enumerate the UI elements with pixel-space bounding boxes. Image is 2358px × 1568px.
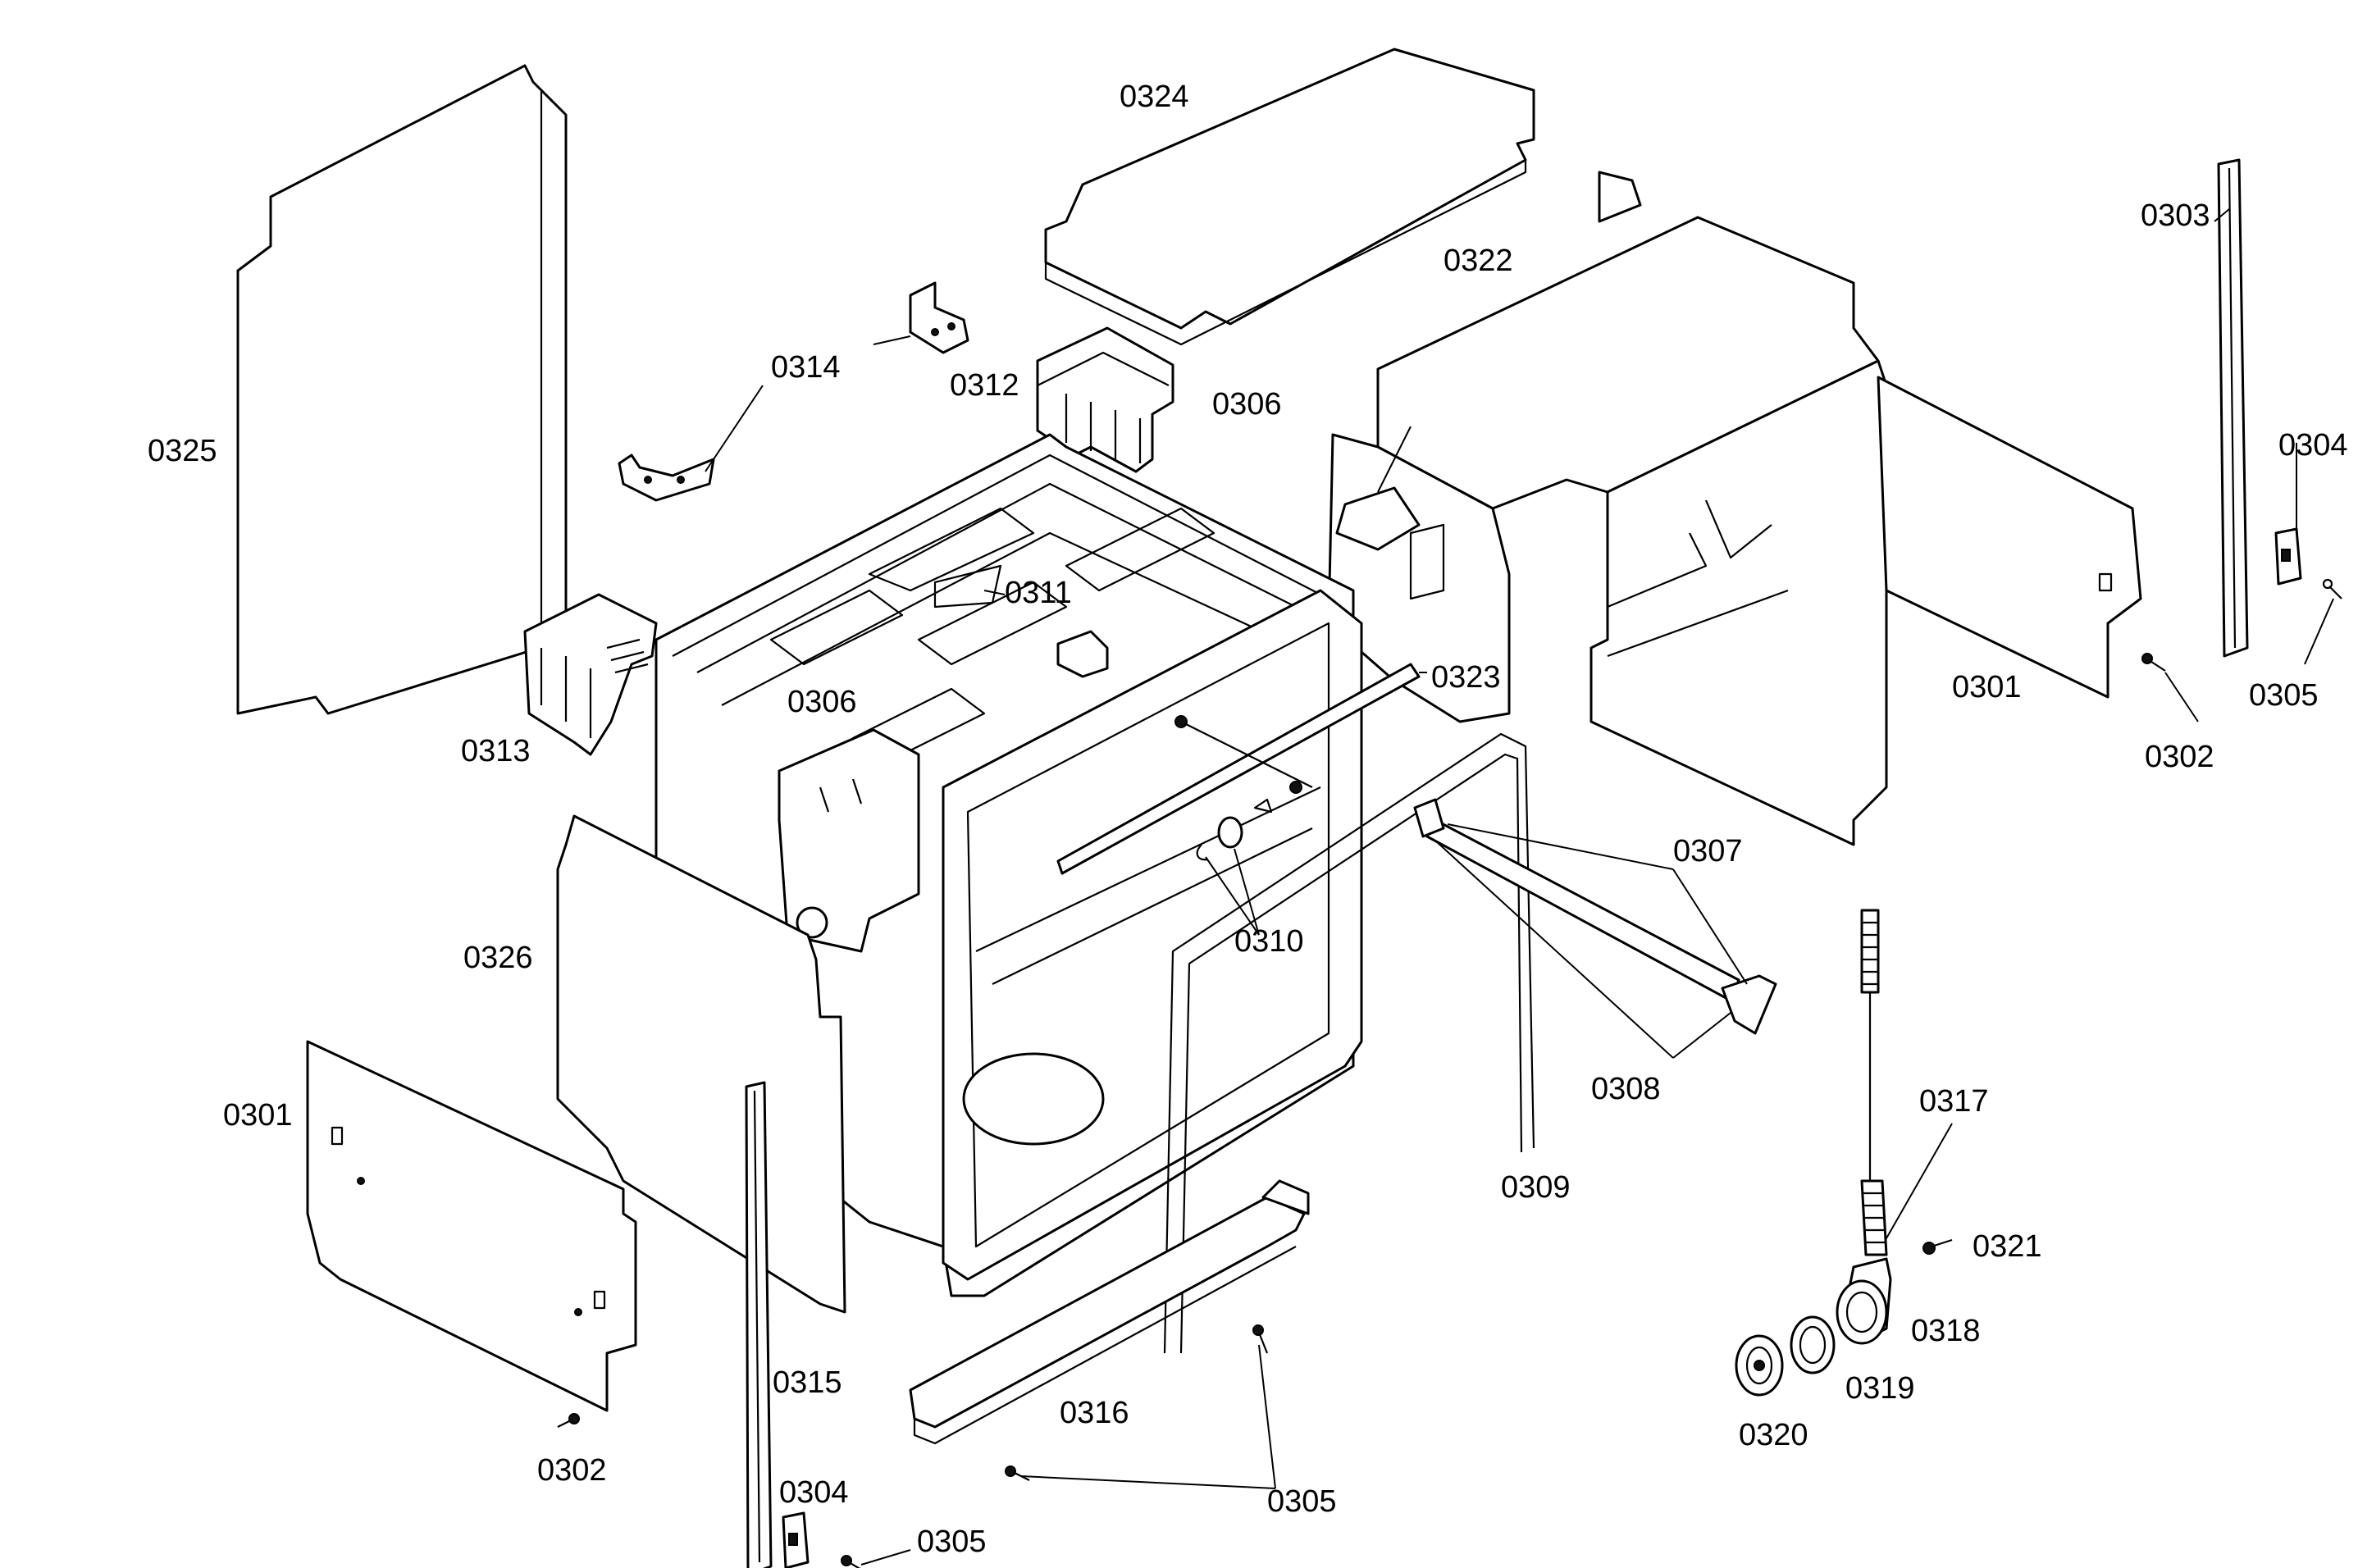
part-0304-clip-left — [782, 1511, 810, 1568]
label-0304-left: 0304 — [779, 1475, 849, 1510]
part-0321-screw — [1922, 1238, 1953, 1255]
label-0326: 0326 — [463, 941, 533, 975]
label-0310: 0310 — [1234, 924, 1304, 959]
part-0305-screw-right — [2322, 578, 2342, 599]
part-0326-side-panel — [556, 814, 846, 1314]
part-0305-screws-bottom — [841, 1324, 1269, 1568]
part-0306-module-center — [778, 728, 920, 953]
label-0301-left: 0301 — [223, 1098, 293, 1133]
label-0305-bottom: 0305 — [1267, 1484, 1337, 1519]
part-0302-screw-right — [2141, 653, 2166, 672]
part-0301-left-panel — [306, 1040, 637, 1412]
part-0310-bolts — [1174, 715, 1313, 861]
part-0313-connector-block — [523, 593, 658, 756]
label-0320: 0320 — [1739, 1418, 1808, 1452]
label-0323: 0323 — [1431, 660, 1501, 695]
label-0307: 0307 — [1673, 834, 1743, 868]
part-0323-rail — [1056, 663, 1421, 875]
part-0317-hose — [1860, 909, 1888, 1256]
part-0324-top-panel — [1044, 48, 1535, 346]
part-labels: 0325 0324 0322 0314 0312 0306 0311 0313 … — [148, 80, 2348, 1559]
label-0321: 0321 — [1973, 1229, 2042, 1264]
label-0306-top: 0306 — [1212, 387, 1282, 422]
label-0312: 0312 — [950, 368, 1019, 403]
part-0304-clip-right — [2274, 527, 2302, 586]
leader-lines — [705, 208, 2334, 1566]
part-0322-cabinet-cover — [1327, 171, 1888, 846]
part-0302-screw-left — [557, 1413, 580, 1428]
label-0314: 0314 — [771, 350, 841, 385]
label-0302-right: 0302 — [2145, 740, 2214, 774]
label-0301-right: 0301 — [1952, 670, 2022, 704]
part-0320-cap — [1735, 1334, 1784, 1397]
label-0316: 0316 — [1060, 1396, 1129, 1430]
label-0303: 0303 — [2141, 198, 2210, 233]
part-0311-latch — [933, 564, 1109, 678]
part-0307-bar — [1413, 798, 1777, 1035]
label-0325: 0325 — [148, 434, 217, 468]
label-0309: 0309 — [1501, 1170, 1571, 1205]
label-0319: 0319 — [1845, 1371, 1915, 1406]
label-0315: 0315 — [773, 1365, 842, 1400]
part-0325-side-panel — [236, 64, 568, 715]
part-0316-kick-plate — [909, 1179, 1310, 1445]
part-0318-fitting — [1836, 1257, 1892, 1345]
part-0315-strip — [745, 1081, 773, 1568]
label-0305-left: 0305 — [917, 1525, 987, 1559]
part-0314-brackets — [618, 281, 969, 502]
part-0303-strip — [2217, 158, 2249, 658]
label-0306-center: 0306 — [787, 685, 857, 719]
part-0319-ring — [1790, 1315, 1836, 1374]
label-0308: 0308 — [1591, 1072, 1661, 1106]
label-0313: 0313 — [461, 734, 531, 768]
label-0311: 0311 — [1005, 576, 1072, 610]
part-0301-right-panel — [1877, 376, 2142, 699]
label-0305-right: 0305 — [2249, 678, 2319, 713]
label-0302-left: 0302 — [537, 1453, 607, 1488]
label-0322: 0322 — [1444, 244, 1513, 278]
label-0324: 0324 — [1120, 80, 1189, 114]
label-0318: 0318 — [1911, 1314, 1981, 1348]
label-0304-right: 0304 — [2278, 428, 2348, 463]
label-0317: 0317 — [1919, 1084, 1989, 1119]
